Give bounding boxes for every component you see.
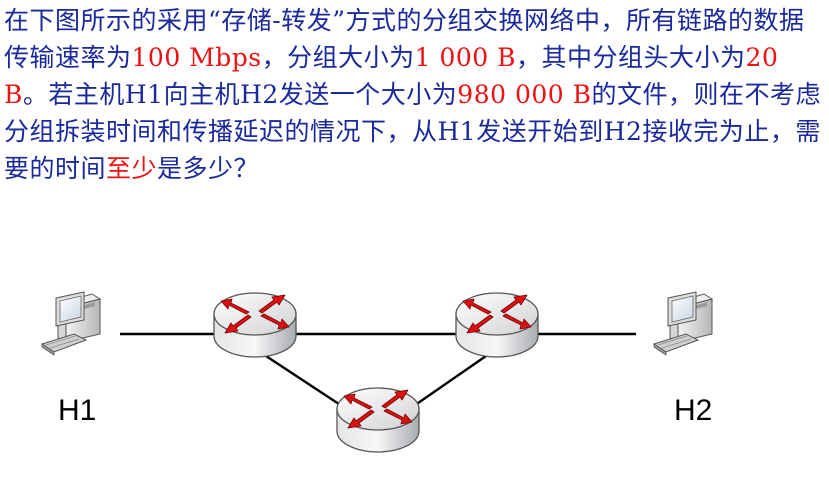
router-icon [336, 387, 420, 453]
desktop-computer-icon [41, 291, 101, 356]
question-segment: 。若主机H1向主机H2发送一个大小为 [22, 80, 458, 109]
question-segment: 的文件，则在不考虑分组拆装时间和传播延迟的情况下，从H1发送开始到H2接收完为止… [4, 80, 822, 183]
link-r1-r3 [265, 354, 349, 412]
links [120, 332, 636, 412]
router-icon [455, 292, 539, 358]
question-segment: ，分组大小为 [261, 43, 415, 72]
highlighted-value: 20 B [4, 43, 779, 109]
host-label-h2: H2 [674, 394, 712, 427]
host-label-h1: H1 [58, 394, 96, 427]
desktop-computer-icon [653, 291, 713, 356]
highlighted-value: 100 Mbps [131, 43, 262, 72]
question-segment: 是多少？ [157, 154, 260, 183]
question-segment: ，其中分组头大小为 [516, 43, 746, 72]
highlighted-value: 至少 [106, 154, 158, 183]
highlighted-value: 1 000 B [414, 43, 517, 72]
link-r3-r2 [407, 355, 487, 411]
highlighted-value: 980 000 B [457, 80, 592, 109]
question-segment: 在下图所示的采用“存储-转发”方式的分组交换网络中，所有链路的数据传输速率为 [4, 6, 805, 72]
router-icon [213, 292, 297, 358]
question-text: 在下图所示的采用“存储-转发”方式的分组交换网络中，所有链路的数据传输速率为10… [4, 2, 826, 187]
